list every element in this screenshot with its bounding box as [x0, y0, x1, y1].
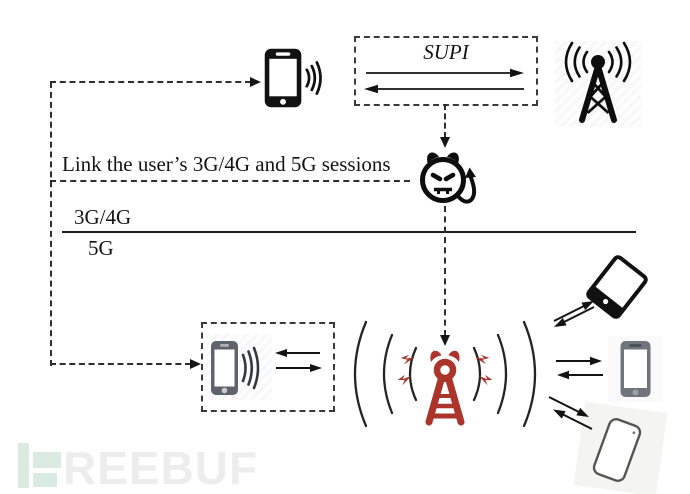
rogue-tower-icon	[345, 318, 545, 430]
attacker-devil-icon	[416, 148, 478, 206]
supi-exchange-arrows-icon	[364, 68, 524, 94]
supi-exchange-box: SUPI	[354, 36, 538, 106]
arrowhead-to-rogue-icon	[440, 335, 450, 346]
supi-label: SUPI	[423, 40, 469, 64]
device-tablet-icon	[584, 253, 650, 321]
spark-bolts-icon	[397, 354, 493, 386]
radio-waves-icon	[564, 41, 632, 83]
connector-supi-to-attacker	[444, 104, 446, 138]
connector-to-ue	[50, 81, 251, 83]
devil-tower-glyph	[397, 350, 493, 426]
watermark-f-glyph	[33, 443, 61, 487]
signal-waves-icon	[241, 346, 260, 390]
device-phone-icon	[619, 340, 652, 398]
connector-mid-dashed	[50, 180, 410, 182]
exchange-arrows-phone-icon	[556, 355, 603, 382]
connector-to-victim	[50, 363, 191, 365]
victim-phone-icon	[209, 340, 265, 398]
victim-exchange-arrows-icon	[274, 346, 324, 376]
label-5g: 5G	[88, 236, 114, 260]
broadcast-waves-icon	[353, 320, 537, 428]
watermark-text: REEBUF	[63, 442, 259, 494]
gnb-tower-icon	[555, 41, 641, 127]
arrowhead-to-victim-icon	[190, 359, 201, 369]
ue-phone-icon	[262, 44, 326, 112]
device-outline-phone-icon	[589, 415, 644, 486]
freebuf-watermark: REEBUF	[18, 442, 259, 494]
watermark-bar	[18, 443, 29, 488]
connector-attacker-to-rogue	[444, 206, 446, 336]
link-sessions-caption: Link the user’s 3G/4G and 5G sessions	[62, 152, 391, 176]
arrowhead-to-ue-icon	[250, 77, 261, 87]
label-3g4g: 3G/4G	[74, 205, 132, 229]
signal-waves-icon	[305, 61, 322, 95]
exchange-arrows-tablet-icon	[552, 292, 596, 336]
exchange-arrows-outline-icon	[548, 396, 594, 441]
victim-session-box	[201, 322, 335, 412]
session-divider-line	[62, 231, 636, 233]
connector-left-rail	[50, 82, 52, 366]
arrowhead-to-attacker-icon	[440, 137, 450, 148]
